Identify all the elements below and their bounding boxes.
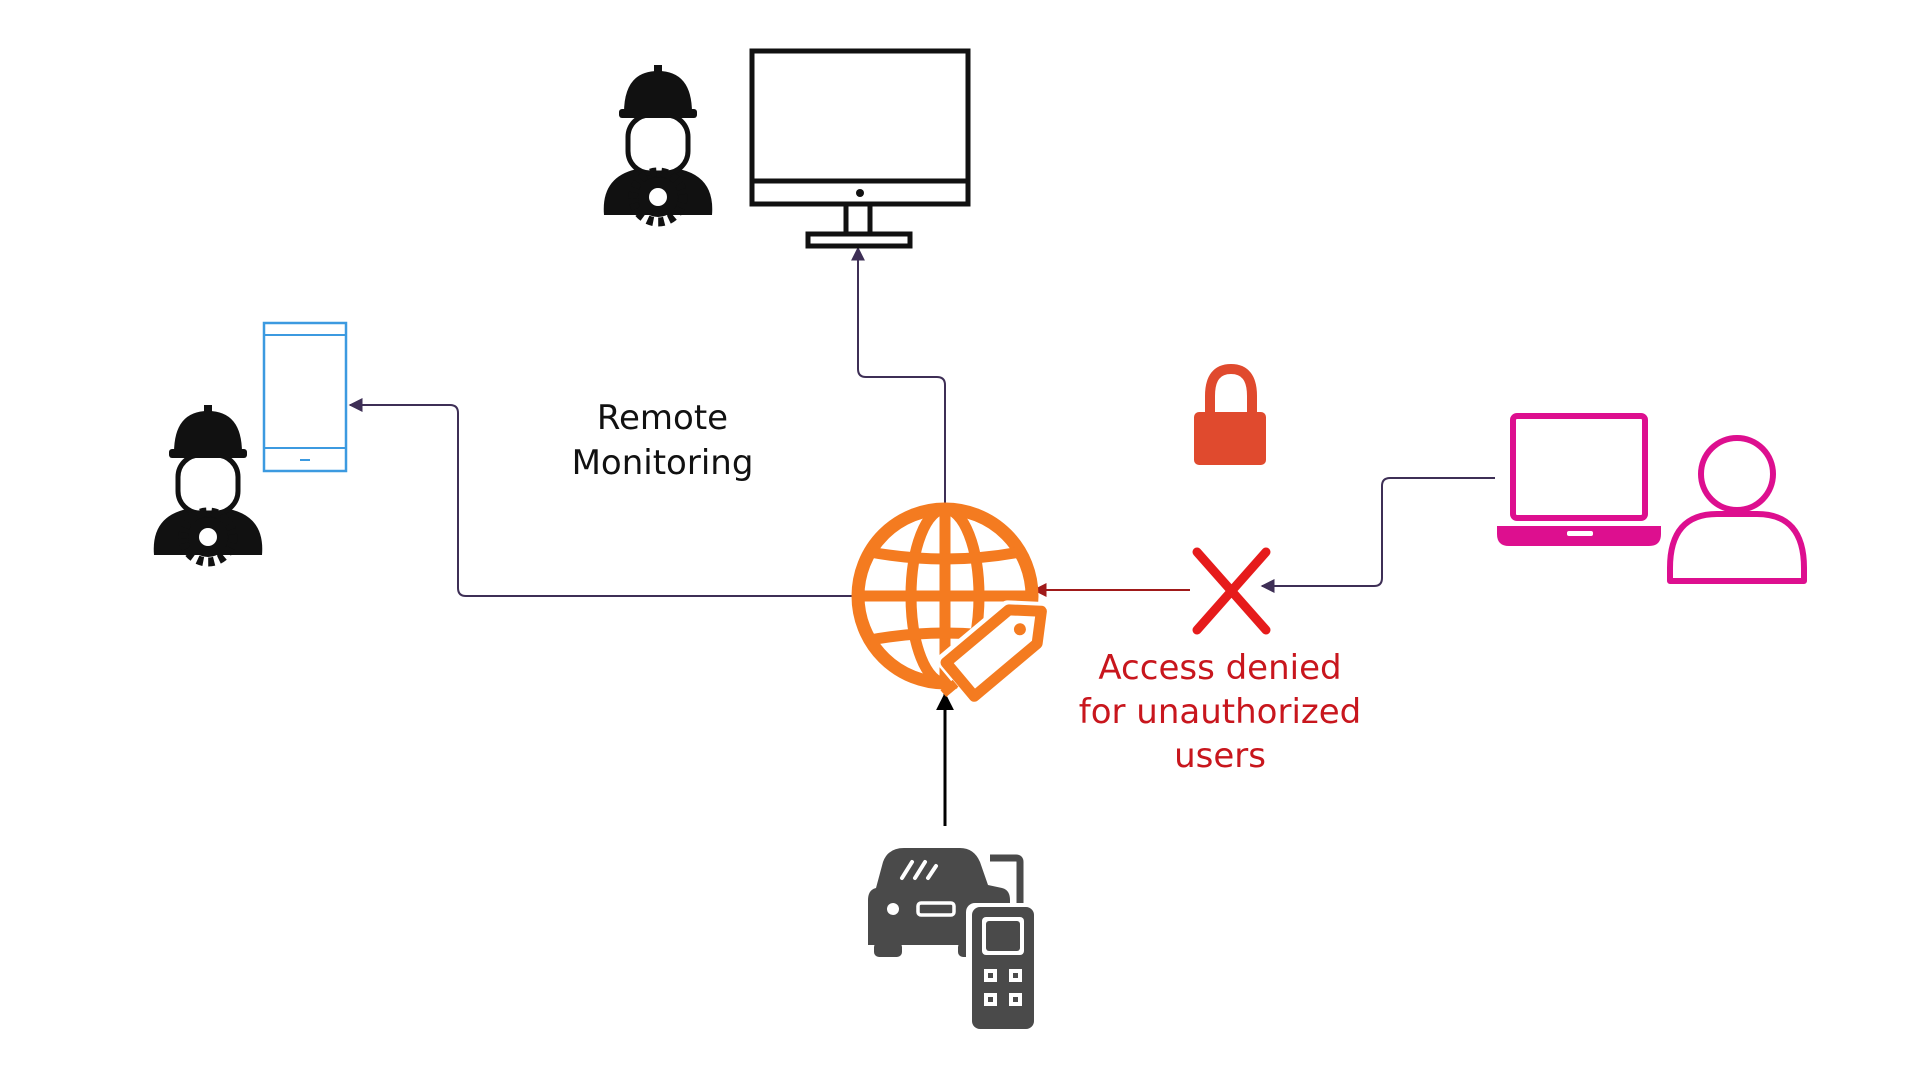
padlock-icon — [1194, 363, 1266, 465]
desktop-monitor-icon — [749, 48, 971, 249]
mobile-phone-icon — [262, 321, 348, 473]
remote-monitoring-label: Remote Monitoring — [571, 398, 754, 483]
connector-globe-to-phone — [348, 398, 855, 597]
engineer-icon — [153, 405, 263, 567]
connector-laptop-to-x — [1260, 477, 1495, 593]
user-icon — [1667, 435, 1807, 584]
car-diagnostic-scanner-icon — [868, 848, 1038, 1033]
laptop-icon — [1497, 413, 1661, 546]
engineer-icon — [603, 65, 713, 227]
connector-globe-to-monitor — [851, 246, 946, 505]
x-denied-icon — [1192, 547, 1271, 635]
access-denied-label: Access denied for unauthorized users — [1078, 648, 1362, 776]
globe-with-tag-icon — [851, 502, 1051, 706]
